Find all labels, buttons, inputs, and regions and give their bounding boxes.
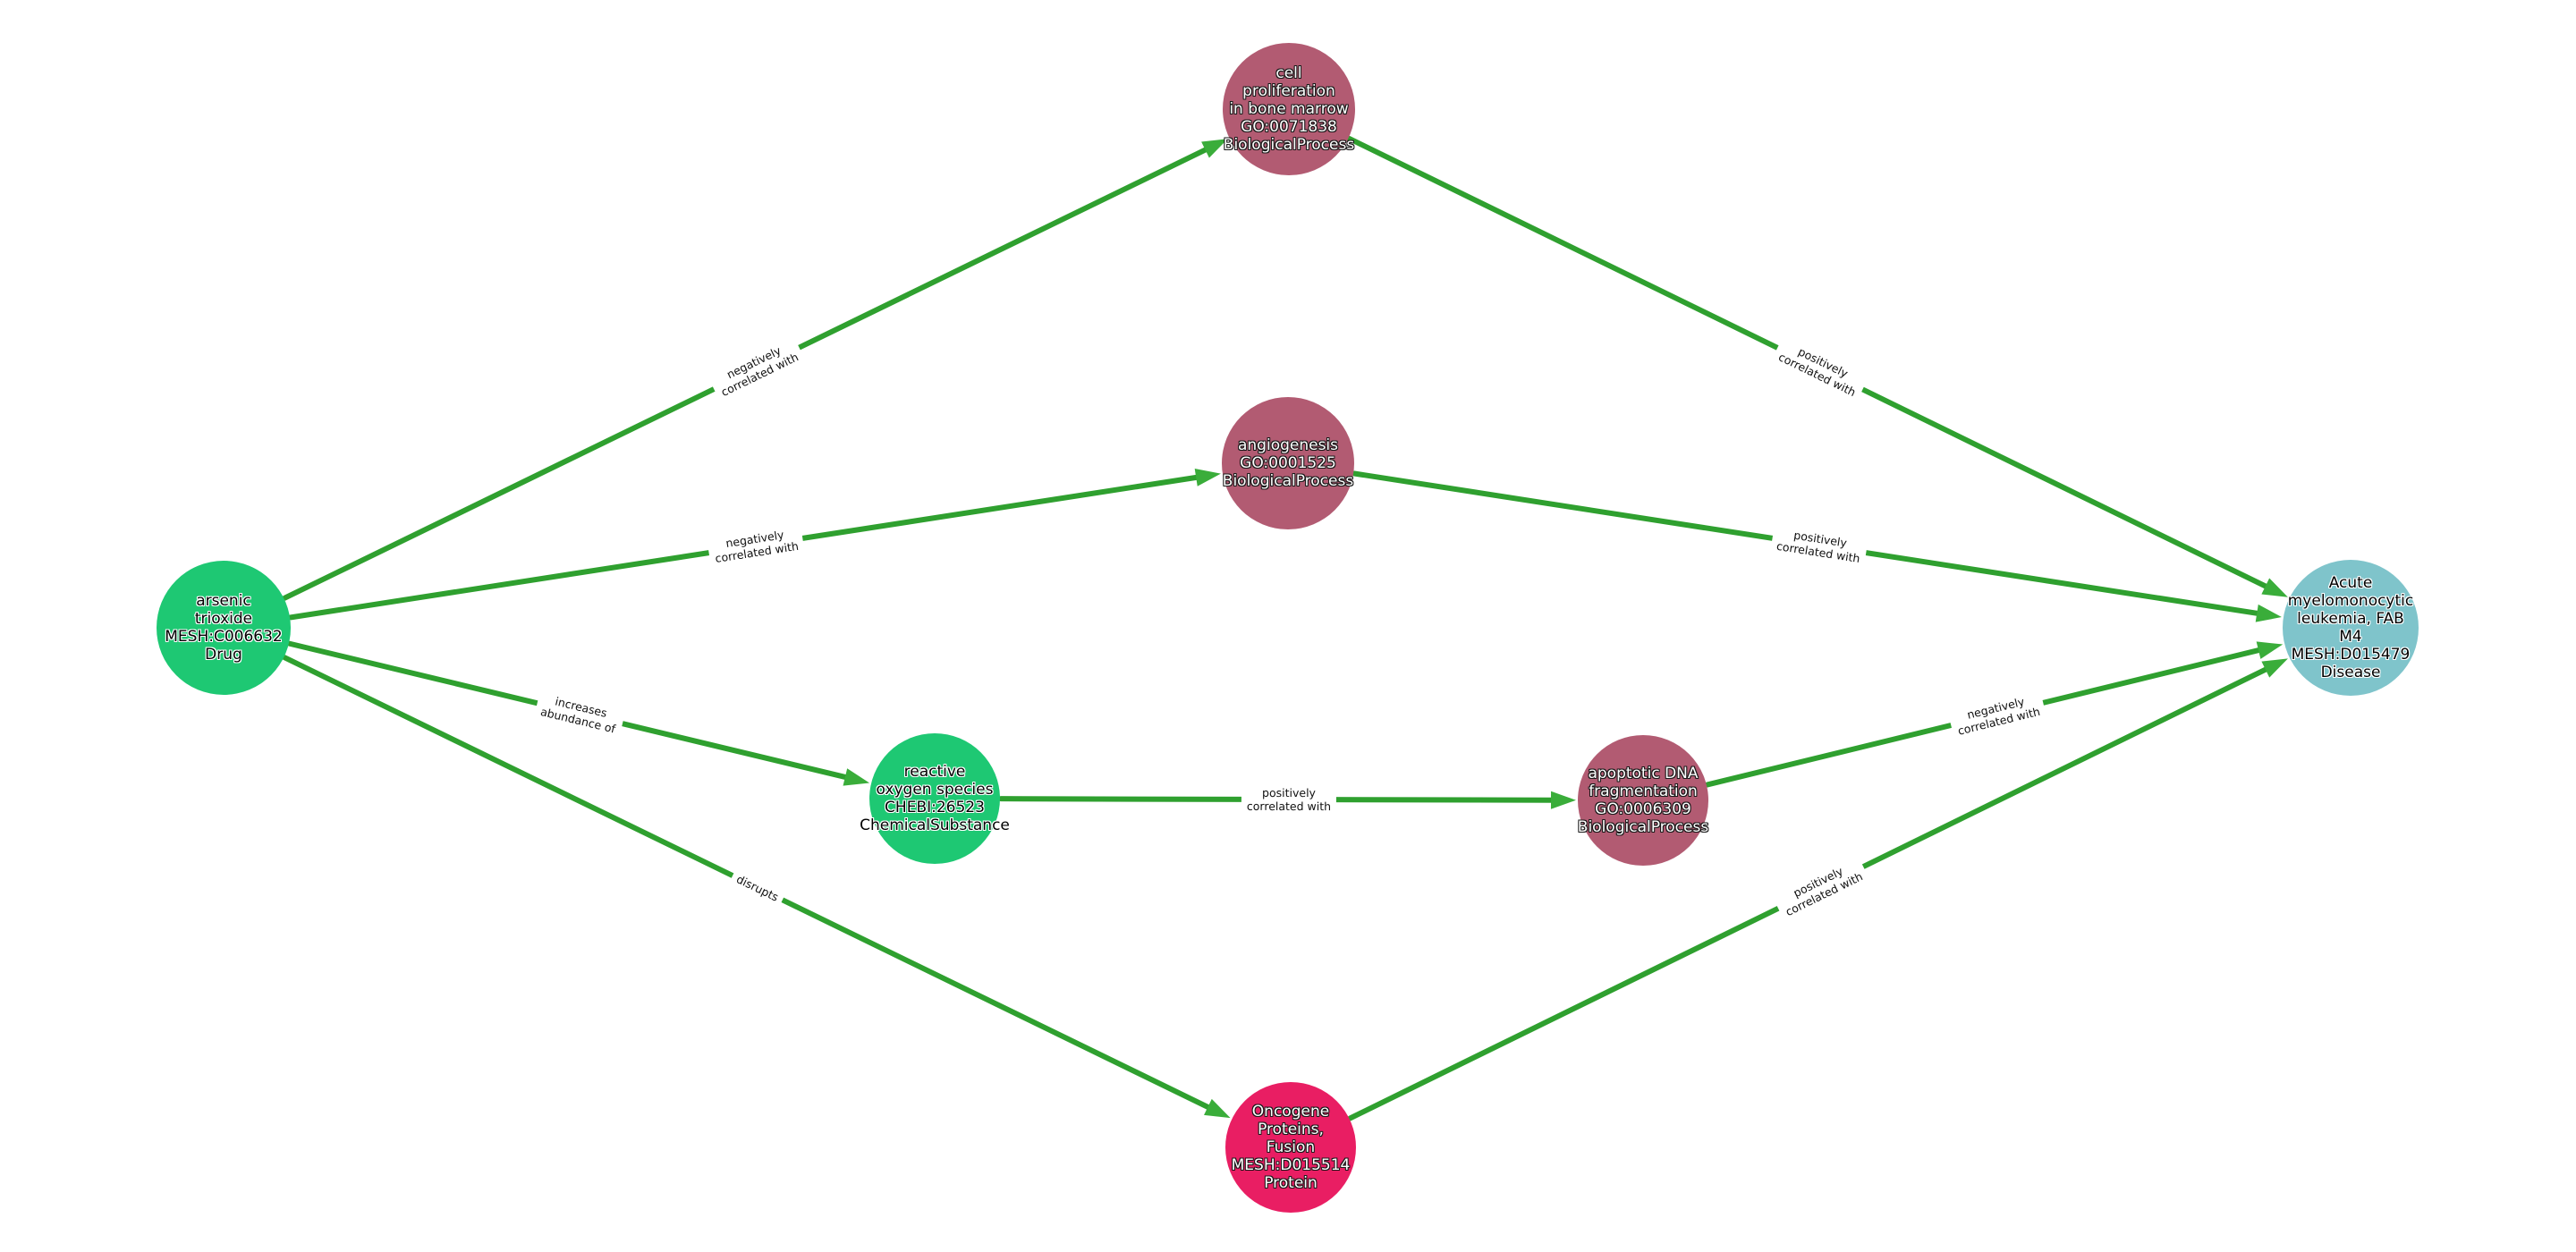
node-label-line: MESH:C006632 [165,628,283,646]
node-label-line: Oncogene [1251,1103,1330,1121]
arrowhead-icon [1204,1098,1231,1119]
node-label-line: GO:0071838 [1241,118,1337,136]
node-label-line: BiologicalProcess [1223,136,1355,154]
node-label-line: arsenic [196,592,251,610]
node-label-line: in bone marrow [1229,100,1349,118]
node-label-line: myelomonocytic [2287,592,2414,610]
node-label-line: Fusion [1266,1138,1316,1156]
node-label-line: M4 [2339,628,2362,646]
edge-label-reactive-oxygen-species--apoptotic-dna-fragmentation: positively correlated with [1241,783,1337,816]
node-label-line: BiologicalProcess [1577,818,1709,836]
arrowhead-icon [1550,791,1577,809]
arrowhead-icon [2261,658,2288,678]
node-label-line: GO:0006309 [1595,800,1691,818]
node-label-line: Acute [2328,574,2373,592]
node-label-line: leukemia, FAB [2297,610,2404,628]
node-label-line: MESH:D015479 [2291,646,2411,664]
arrowhead-icon [843,768,870,786]
node-label-line: GO:0001525 [1240,454,1336,472]
node-label-line: MESH:D015514 [1231,1156,1351,1174]
node-label-line: oxygen species [876,781,994,799]
node-label-line: angiogenesis [1237,436,1339,454]
node-label-line: trioxide [194,610,253,628]
node-label-line: BiologicalProcess [1222,472,1354,490]
node-label-line: Disease [2320,664,2381,681]
node-label-line: Proteins, [1258,1121,1324,1138]
arrowhead-icon [1194,469,1221,486]
node-label-line: Drug [205,646,242,664]
node-label-line: CHEBI:26523 [885,799,985,816]
node-label-line: Protein [1264,1174,1318,1192]
arrowhead-icon [2256,641,2284,659]
arrowhead-icon [2255,604,2282,622]
node-label-line: fragmentation [1589,782,1698,800]
node-label-line: cell [1275,64,1302,82]
arrowhead-icon [2261,578,2288,597]
node-label-line: reactive [903,763,966,781]
node-label-line: proliferation [1242,82,1335,100]
node-label-line: apoptotic DNA [1588,765,1699,782]
node-label-line: ChemicalSubstance [860,816,1010,834]
arrowhead-icon [1201,139,1228,158]
